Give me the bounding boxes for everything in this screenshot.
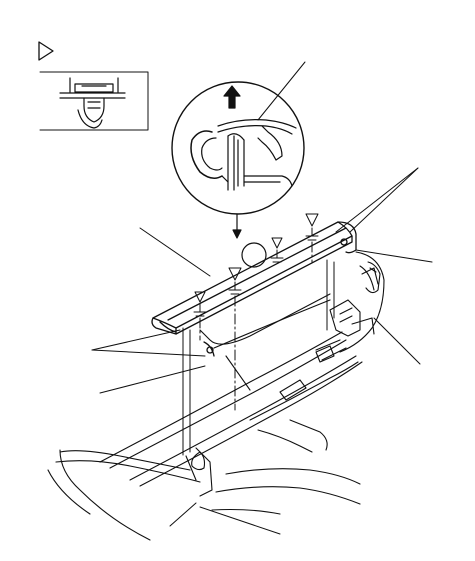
clip-fastener bbox=[228, 267, 242, 295]
pull-up-arrow-icon bbox=[223, 85, 241, 109]
rear-panel-outline bbox=[365, 261, 381, 294]
triangle-pointer-icon bbox=[38, 41, 54, 61]
guide-lines bbox=[182, 259, 335, 456]
sill-trim-panel bbox=[151, 221, 357, 357]
clip-fastener bbox=[305, 213, 319, 241]
magnified-detail-circle bbox=[171, 81, 305, 215]
clip-fastener bbox=[270, 237, 284, 263]
callout-leaders bbox=[91, 61, 433, 535]
vehicle-body-sill bbox=[47, 251, 385, 541]
detail-pointer-arrowhead bbox=[232, 229, 242, 239]
clip-detail-inset bbox=[39, 71, 149, 131]
clip-location-circle bbox=[241, 242, 267, 268]
